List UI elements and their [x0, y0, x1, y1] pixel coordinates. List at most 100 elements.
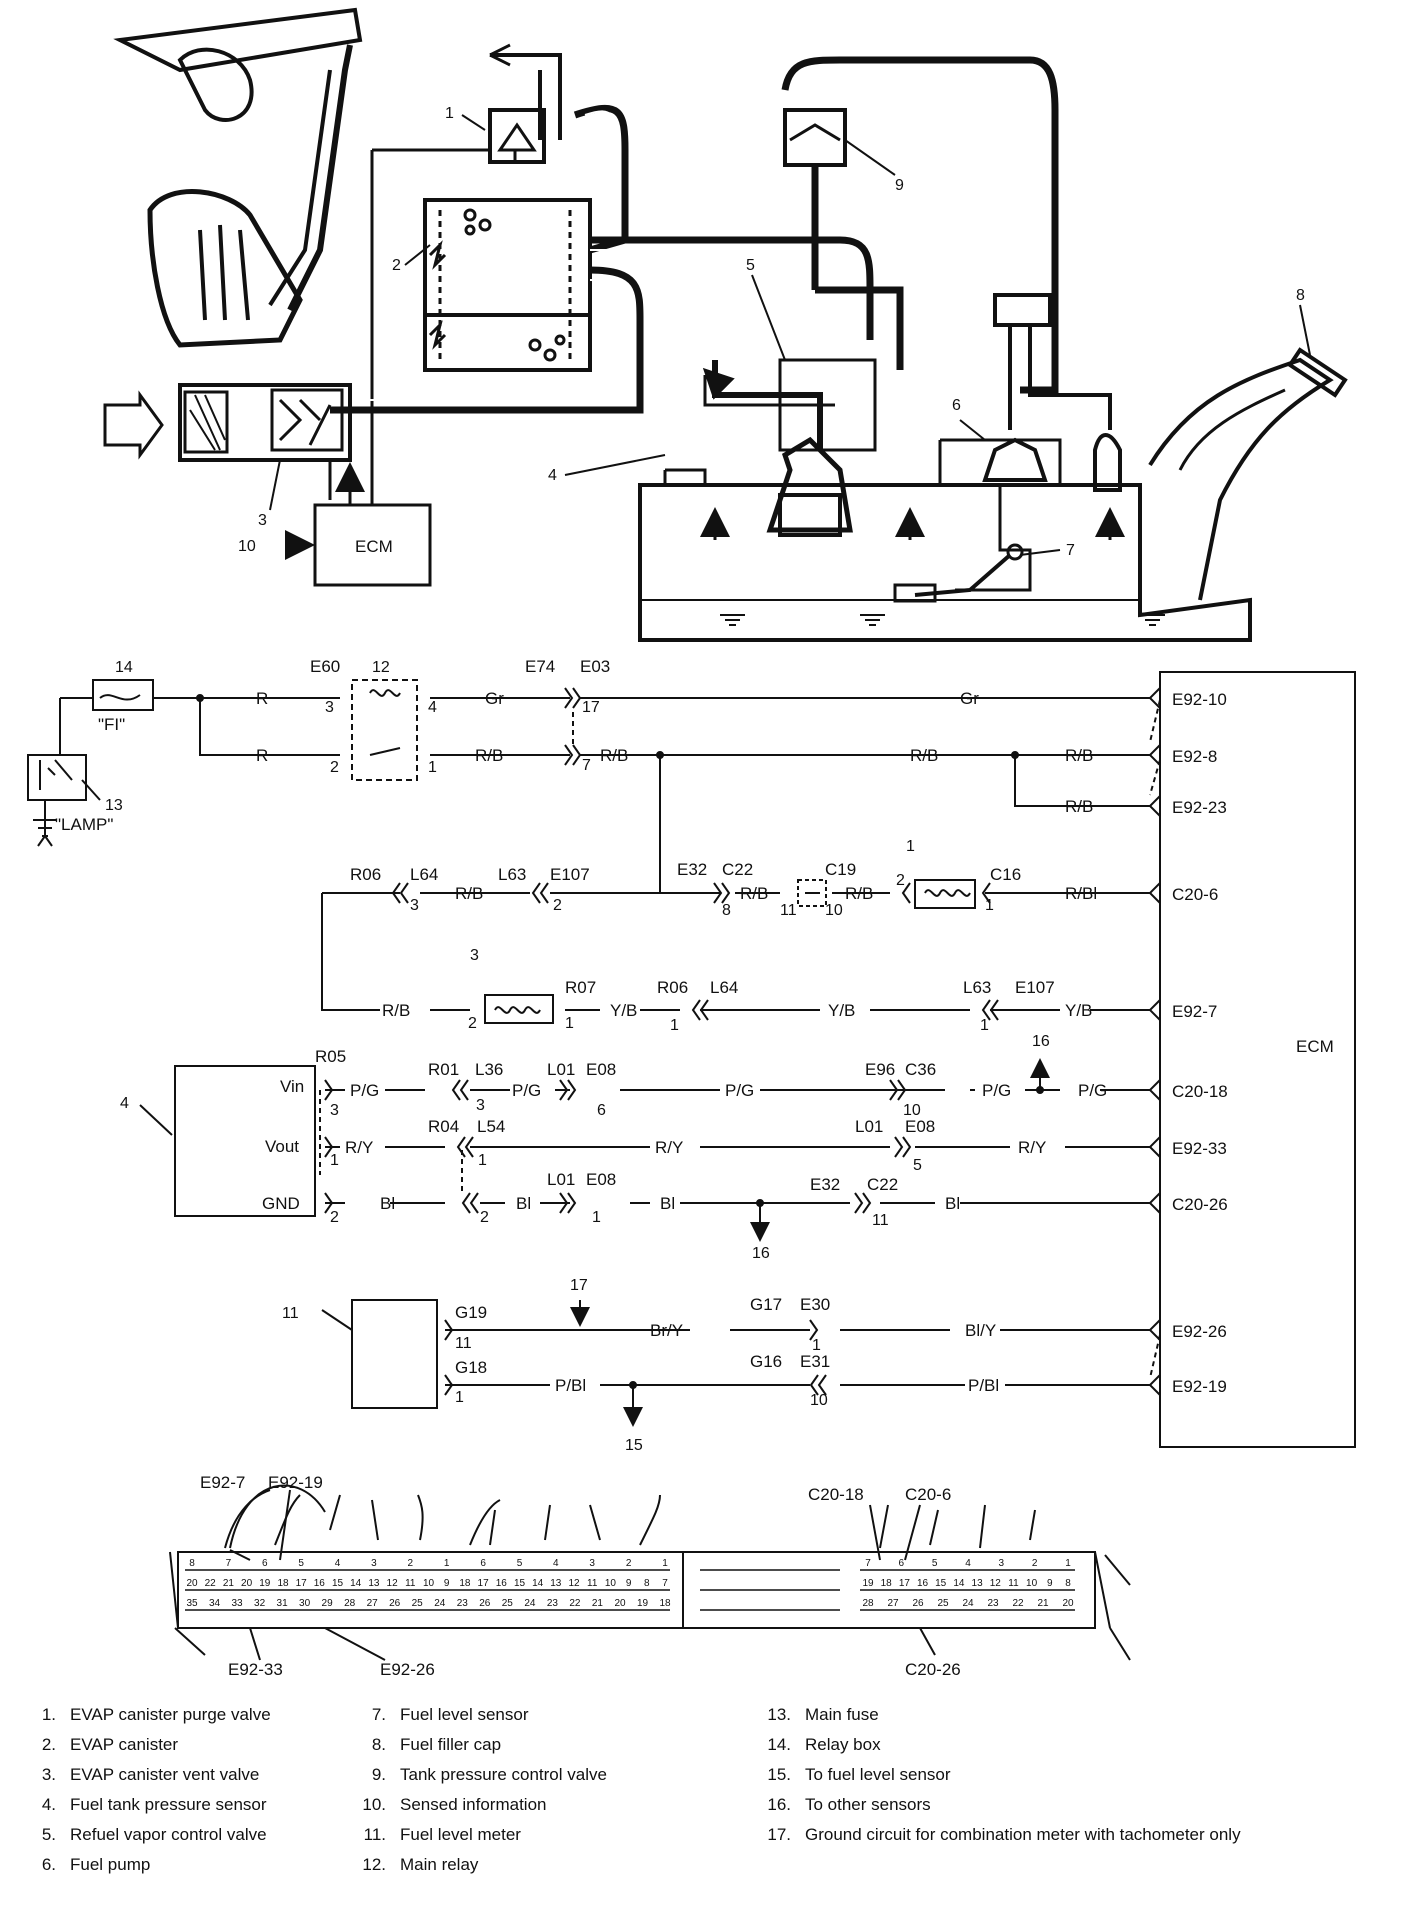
legend-number: 4.: [41, 1795, 56, 1814]
connector-pin-number: 20: [614, 1598, 626, 1609]
callout-10: 10: [238, 538, 256, 555]
wire-YB-3: Y/B: [1065, 1001, 1092, 1020]
evap-canister: [423, 198, 592, 372]
conn-E31: E31: [800, 1352, 830, 1371]
callout-8: 8: [1296, 287, 1305, 304]
legend-text: Fuel level meter: [400, 1825, 521, 1844]
callout-5: 5: [746, 257, 755, 274]
wire-RB-8: R/B: [845, 884, 873, 903]
connector-pin-number: 15: [514, 1578, 526, 1589]
wire-RBl: R/Bl: [1065, 884, 1097, 903]
connector-pin-number: 6: [480, 1558, 486, 1569]
connector-pin-number: 14: [350, 1578, 362, 1589]
callout-11: 11: [282, 1305, 299, 1322]
callout-7: 7: [1066, 542, 1075, 559]
conn-C22-a: C22: [722, 860, 753, 879]
tank-pressure-valve: [781, 56, 1112, 430]
connector-pin-number: 5: [932, 1558, 938, 1569]
connector-pin-number: 18: [277, 1578, 289, 1589]
connector-pin-number: 20: [241, 1578, 253, 1589]
wire-PBl-2: P/Bl: [968, 1376, 999, 1395]
pin-2-d: 2: [468, 1015, 477, 1032]
legend-item: 16.To other sensors: [755, 1790, 1241, 1820]
cv-E92-33: E92-33: [228, 1660, 283, 1679]
connector-pin-number: 21: [1037, 1598, 1049, 1609]
legend-text: To fuel level sensor: [805, 1765, 951, 1784]
connector-pin-number: 27: [367, 1598, 379, 1609]
pin-8: 8: [722, 902, 731, 919]
legend-number: 5.: [41, 1825, 56, 1844]
sensor-vin: Vin: [280, 1077, 304, 1096]
connector-pin-number: 28: [344, 1598, 356, 1609]
wire-RB-6: R/B: [455, 884, 483, 903]
pin-3-c: 3: [330, 1102, 339, 1119]
connector-pin-number: 19: [259, 1578, 271, 1589]
pin-11-c: 11: [455, 1335, 472, 1352]
cv-E92-19: E92-19: [268, 1473, 323, 1492]
legend-number: 7.: [371, 1705, 386, 1724]
relay-box-fuse: [92, 679, 154, 711]
legend-text: EVAP canister: [70, 1735, 179, 1754]
wire-Gr-right: Gr: [960, 689, 979, 708]
ecm-term-E92-7: E92-7: [1172, 1002, 1217, 1021]
legend-item: 11.Fuel level meter: [350, 1820, 607, 1850]
legend-item: 4.Fuel tank pressure sensor: [20, 1790, 271, 1820]
conn-C36: C36: [905, 1060, 936, 1079]
callout-1: 1: [445, 105, 454, 122]
legend-text: EVAP canister purge valve: [70, 1705, 271, 1724]
connector-pin-number: 21: [223, 1578, 235, 1589]
cv-E92-26: E92-26: [380, 1660, 435, 1679]
legend-number: 6.: [41, 1855, 56, 1874]
ecm-term-C20-6: C20-6: [1172, 885, 1218, 904]
conn-L64-a: L64: [410, 865, 438, 884]
pin-1-j: 1: [455, 1389, 464, 1406]
conn-E32-b: E32: [810, 1175, 840, 1194]
connector-pin-number: 13: [368, 1578, 380, 1589]
pin-1-d: 1: [670, 1017, 679, 1034]
callout-16-b: 16: [752, 1245, 770, 1262]
ecm-term-E92-23: E92-23: [1172, 798, 1227, 817]
connector-pin-number: 19: [862, 1578, 874, 1589]
legend-item: 2.EVAP canister: [20, 1730, 271, 1760]
connector-pin-number: 22: [1012, 1598, 1024, 1609]
connector-pin-number: 25: [502, 1598, 514, 1609]
connector-pin-number: 5: [517, 1558, 523, 1569]
conn-R05: R05: [315, 1047, 346, 1066]
connector-pin-number: 17: [296, 1578, 308, 1589]
legend-text: Tank pressure control valve: [400, 1765, 607, 1784]
pin-3-b: 3: [410, 897, 419, 914]
callout-3-wiring: 3: [470, 947, 479, 964]
pin-3-d: 3: [476, 1097, 485, 1114]
legend-item: 15.To fuel level sensor: [755, 1760, 1241, 1790]
evap-system-diagram: 1 2 3 4 5 6 7 8 9 10 ECM: [27, 7, 1356, 1679]
conn-L36: L36: [475, 1060, 503, 1079]
conn-L63-b: L63: [963, 978, 991, 997]
legend-item: 17.Ground circuit for combination meter …: [755, 1820, 1240, 1850]
connector-pin-number: 26: [389, 1598, 401, 1609]
wire-RY-2: R/Y: [655, 1138, 683, 1157]
callout-14: 14: [115, 659, 133, 676]
conn-L64-b: L64: [710, 978, 738, 997]
vent-valve: [103, 383, 540, 500]
conn-E08-b: E08: [905, 1117, 935, 1136]
pin-2-e: 2: [330, 1209, 339, 1226]
conn-E30: E30: [800, 1295, 830, 1314]
legend-number: 12.: [362, 1855, 386, 1874]
pin-6: 6: [597, 1102, 606, 1119]
legend-item: 12.Main relay: [350, 1850, 607, 1880]
ecm-box-right: [1159, 671, 1356, 1448]
pin-17: 17: [582, 699, 600, 716]
connector-pin-number: 10: [605, 1578, 617, 1589]
wire-RB-1: R/B: [475, 746, 503, 765]
ecm-term-E92-19: E92-19: [1172, 1377, 1227, 1396]
connector-pin-number: 18: [659, 1598, 671, 1609]
callout-13: 13: [105, 797, 123, 814]
legend-text: Refuel vapor control valve: [70, 1825, 267, 1844]
connector-c19: [797, 879, 827, 907]
connector-pin-number: 8: [644, 1578, 650, 1589]
connector-pin-number: 6: [262, 1558, 268, 1569]
pin-7: 7: [582, 757, 591, 774]
connector-pin-number: 16: [496, 1578, 508, 1589]
